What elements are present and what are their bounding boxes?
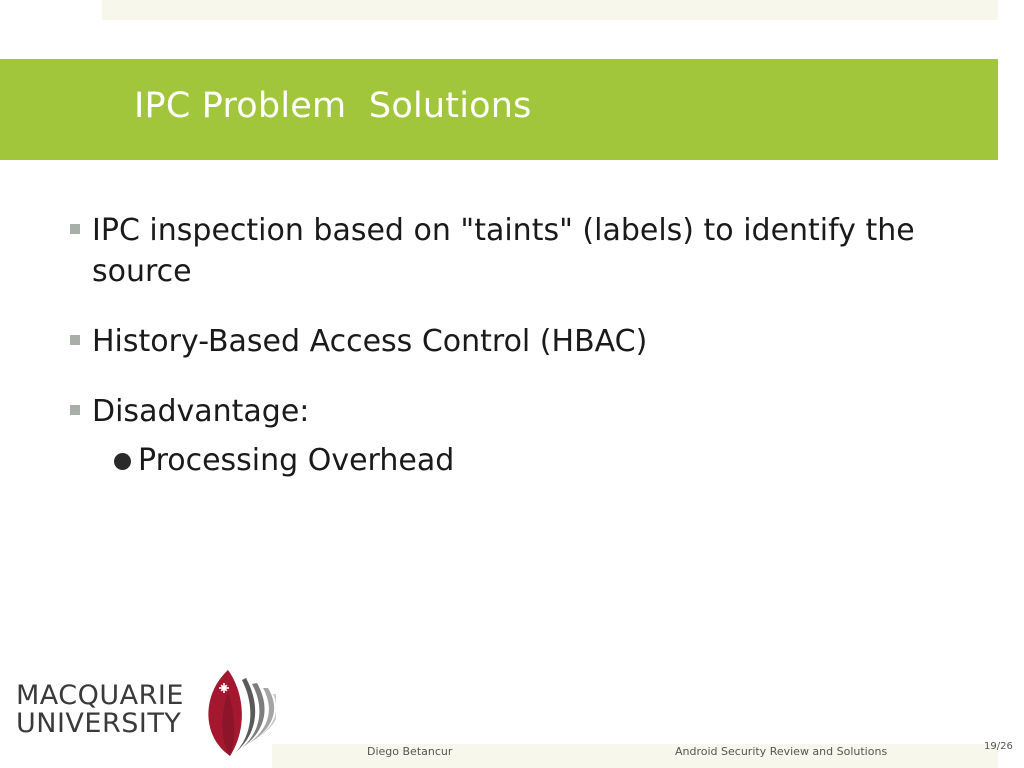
circle-bullet-icon [114,453,131,470]
title-bar [0,59,998,160]
footer-title: Android Security Review and Solutions [675,745,888,758]
logo-emblem-icon [208,670,276,756]
square-bullet-icon [70,224,80,234]
university-logo: MACQUARIE UNIVERSITY [14,666,276,758]
footer-author: Diego Betancur [367,745,453,758]
bullet-item: IPC inspection based on "taints" (labels… [70,210,950,292]
square-bullet-icon [70,335,80,345]
bullet-text: History-Based Access Control (HBAC) [92,324,648,359]
slide-title: IPC Problem Solutions [134,86,532,126]
bullet-item: History-Based Access Control (HBAC) [70,321,950,362]
sub-bullet-item: Processing Overhead [114,440,950,481]
bullet-text: Disadvantage: [92,394,310,429]
page-number: 19/26 [984,741,1013,752]
logo-text-line2: UNIVERSITY [16,708,182,739]
footer-band [272,744,998,768]
logo-text-line1: MACQUARIE [16,680,184,711]
bullet-list: IPC inspection based on "taints" (labels… [70,210,950,481]
bullet-text: IPC inspection based on "taints" (labels… [92,213,915,289]
top-band [102,0,998,20]
sub-bullet-text: Processing Overhead [138,443,455,478]
square-bullet-icon [70,405,80,415]
bullet-item: Disadvantage: Processing Overhead [70,391,950,481]
